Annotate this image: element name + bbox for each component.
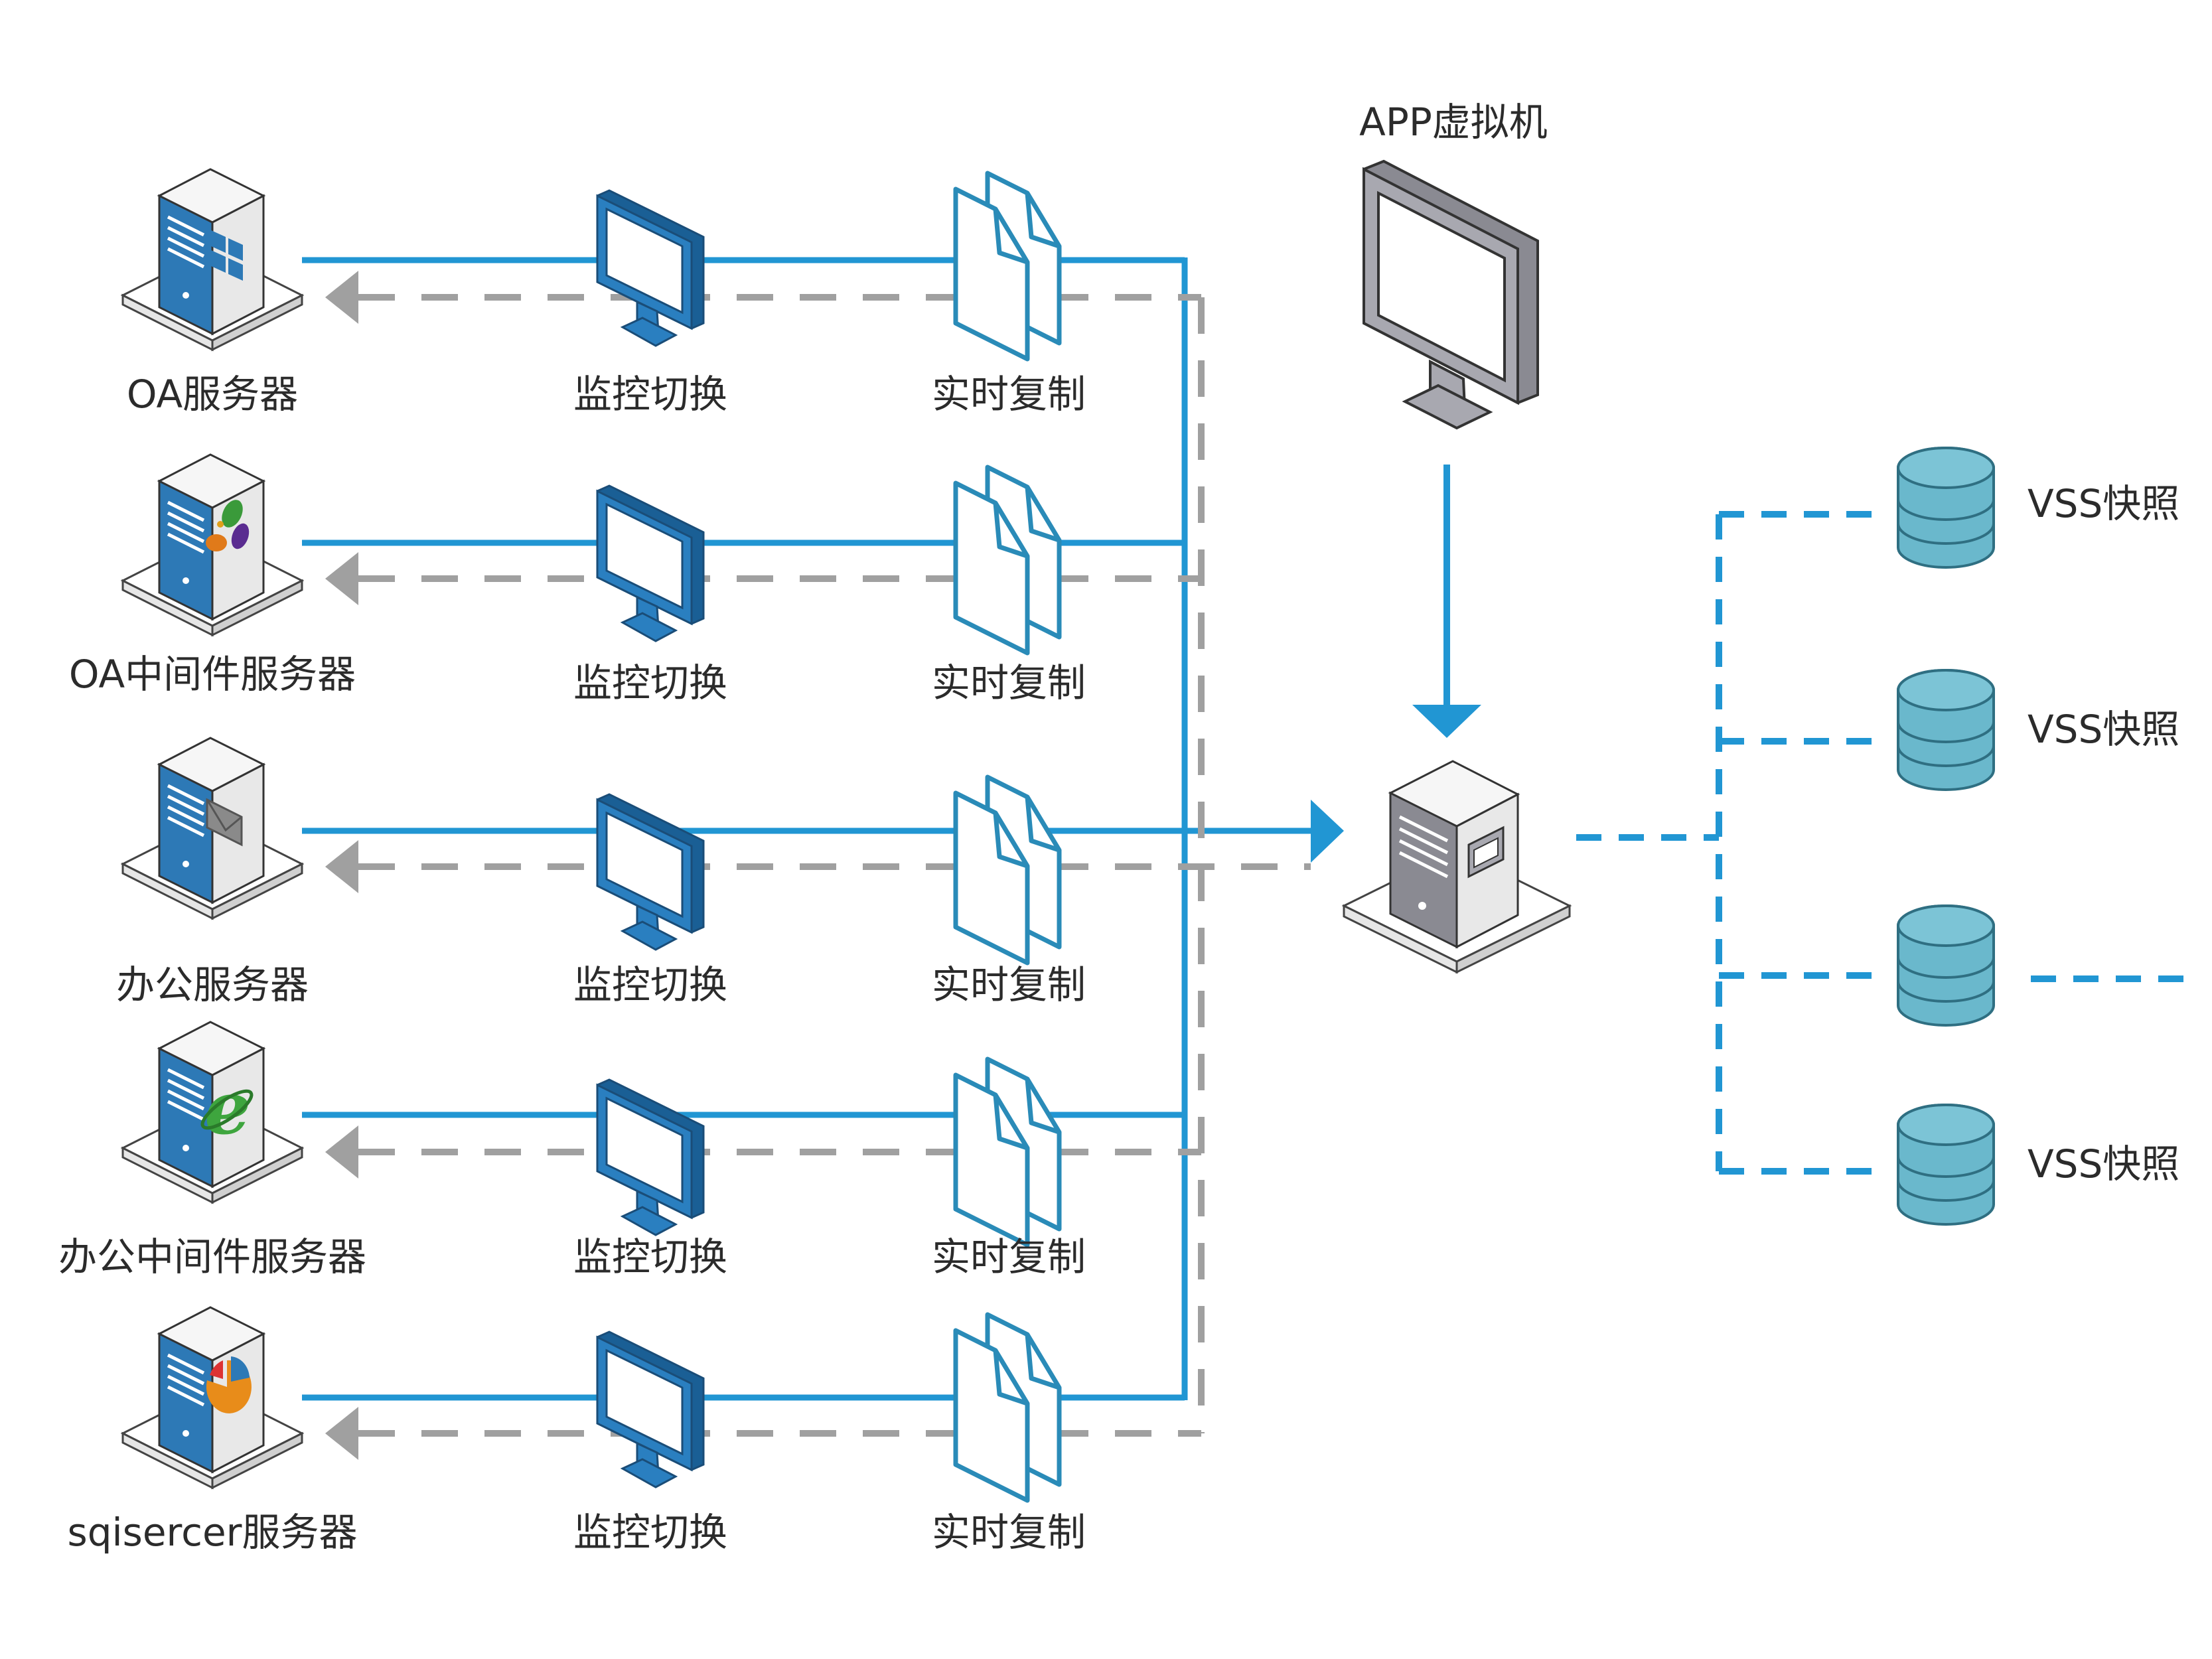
snapshot-db-icon-1[interactable]: [1897, 447, 1995, 569]
replicate-docs-icon-row1[interactable]: [956, 173, 1059, 359]
leaf-logo-icon: [206, 500, 250, 551]
server-icon[interactable]: [1341, 760, 1572, 974]
monitor-switch-icon-row3[interactable]: [596, 793, 705, 951]
server-label-row4: 办公中间件服务器: [58, 1234, 367, 1279]
replicate-docs-icon-row3[interactable]: [956, 777, 1059, 963]
windows-logo-icon: [211, 230, 243, 281]
gray-failback-lines: [358, 294, 1311, 1437]
snapshot-db-icon-3[interactable]: [1897, 904, 1995, 1027]
replicate-label-row4: 实时复制: [931, 1234, 1086, 1279]
replicate-docs-icon-row5[interactable]: [956, 1315, 1059, 1500]
monitor-label-row1: 监控切换: [573, 372, 728, 417]
arrow-to-central-server: [1311, 800, 1344, 863]
monitor-switch-icon-row1[interactable]: [596, 189, 705, 347]
snapshot-label-4: VSS快照: [2028, 1141, 2180, 1187]
snapshot-db-icon-4[interactable]: [1897, 1104, 1995, 1226]
monitor-label-row5: 监控切换: [573, 1510, 728, 1555]
replicate-label-row3: 实时复制: [931, 962, 1086, 1007]
monitor-switch-icon-row4[interactable]: [596, 1078, 705, 1236]
server-label-row5: sqisercer服务器: [67, 1510, 358, 1555]
monitor-icon[interactable]: [1363, 159, 1539, 430]
app-vm-label: APP虚拟机: [1359, 100, 1548, 145]
snapshot-label-2: VSS快照: [2028, 707, 2180, 752]
snapshot-db-icon-2[interactable]: [1897, 669, 1995, 791]
piechart-logo-icon: [206, 1356, 252, 1413]
server-label-row3: 办公服务器: [115, 962, 309, 1007]
replicate-label-row2: 实时复制: [931, 660, 1086, 705]
monitor-label-row2: 监控切换: [573, 660, 728, 705]
server-label-row2: OA中间件服务器: [68, 652, 356, 697]
monitor-label-row4: 监控切换: [573, 1234, 728, 1279]
mail-logo-icon: [206, 798, 243, 847]
monitor-switch-icon-row2[interactable]: [596, 484, 705, 642]
replicate-docs-icon-row4[interactable]: [956, 1059, 1059, 1245]
server-label-row1: OA服务器: [126, 372, 299, 417]
replicate-docs-icon-row2[interactable]: [956, 467, 1059, 653]
monitor-switch-icon-row5[interactable]: [596, 1331, 705, 1488]
replicate-label-row5: 实时复制: [931, 1510, 1086, 1555]
gray-arrowheads: [325, 271, 358, 1460]
blue-replication-lines: [302, 257, 1311, 1401]
replicate-label-row1: 实时复制: [931, 372, 1086, 417]
snapshot-links: [1576, 511, 2183, 1175]
snapshot-label-1: VSS快照: [2028, 481, 2180, 526]
ie-logo-icon: e: [200, 1065, 254, 1151]
monitor-label-row3: 监控切换: [573, 962, 728, 1007]
vm-to-server-arrowhead: [1412, 705, 1481, 738]
